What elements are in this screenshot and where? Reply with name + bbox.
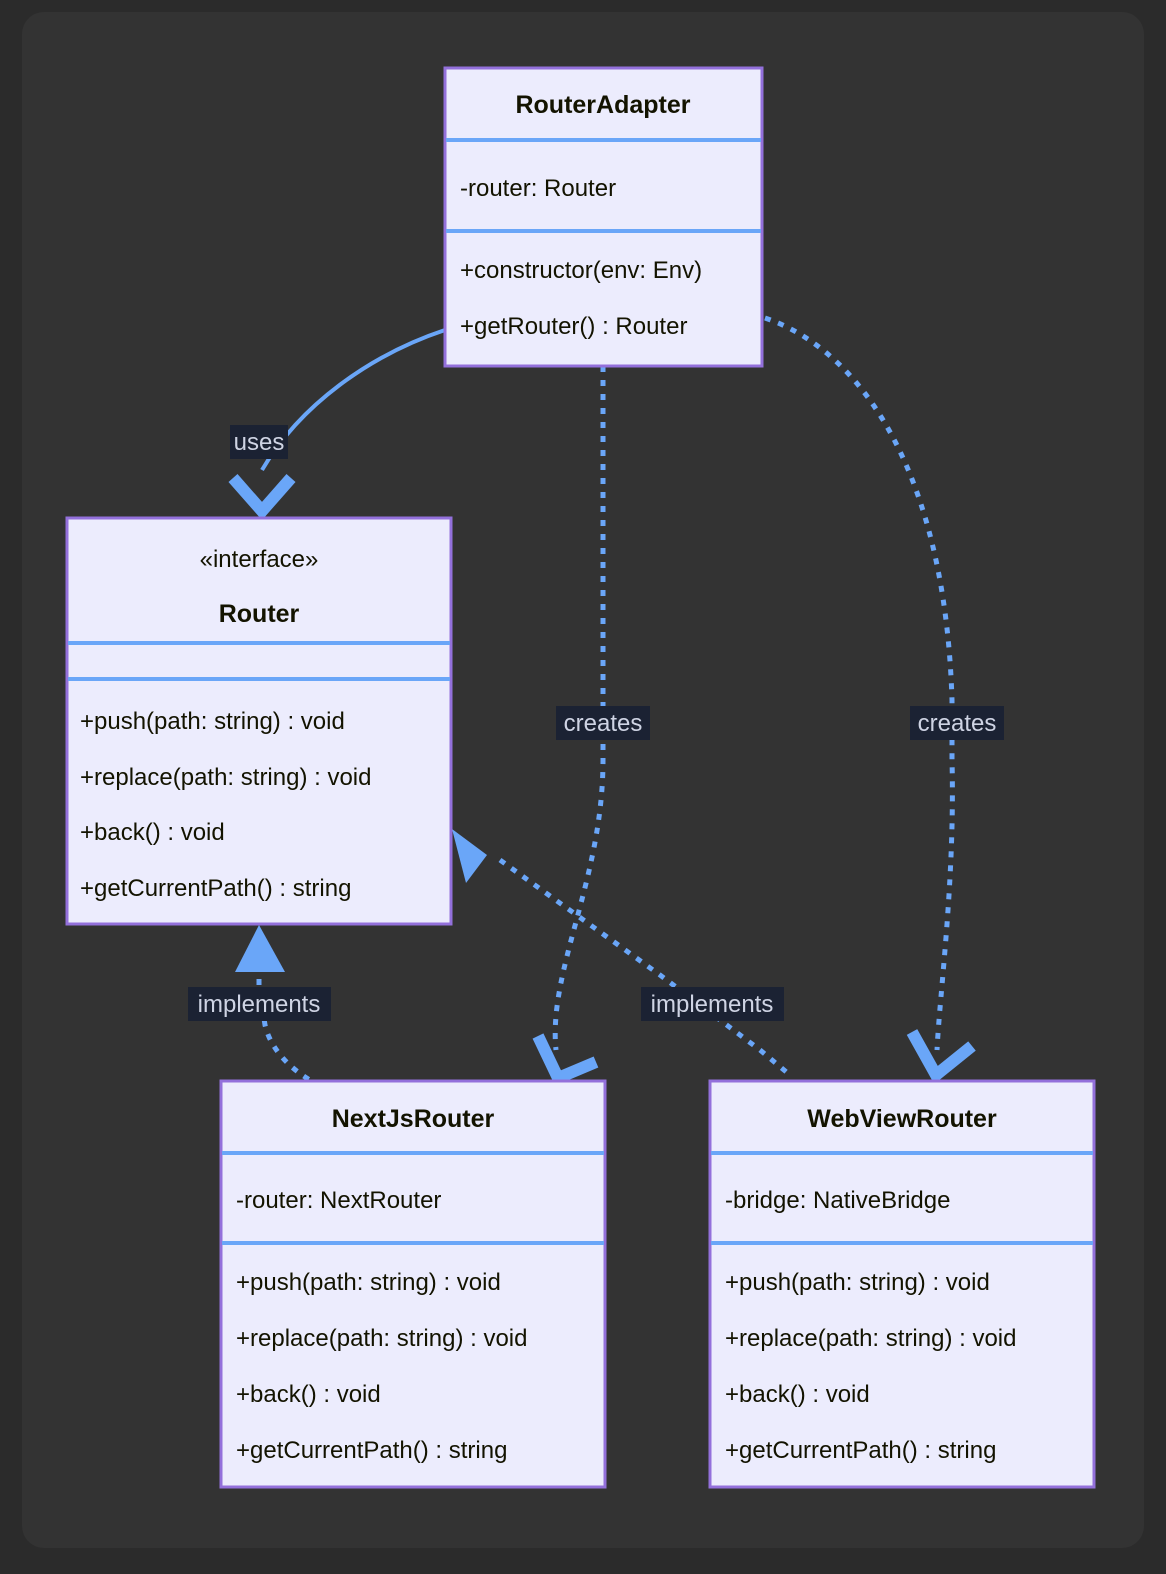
edge-label-implements-webviewrouter-text: implements <box>651 991 774 1018</box>
class-nextjsrouter-attribute-0: -router: NextRouter <box>236 1187 441 1214</box>
class-routeradapter-title: RouterAdapter <box>515 91 690 119</box>
edge-label-creates-webviewrouter-bg <box>910 706 1004 740</box>
class-node-routeradapter[interactable]: RouterAdapter -router: Router +construct… <box>443 66 764 368</box>
edge-label-implements-nextjsrouter: implements <box>188 987 331 1021</box>
edge-label-creates-nextjsrouter-text: creates <box>564 710 643 737</box>
class-node-router[interactable]: «interface» Router +push(path: string) :… <box>65 516 453 926</box>
edge-creates-nextjsrouter <box>532 366 606 1086</box>
class-routeradapter-method-1: +getRouter() : Router <box>460 313 687 340</box>
edge-implements-webviewrouter-arrowhead <box>452 829 487 883</box>
class-nextjsrouter-method-3: +getCurrentPath() : string <box>236 1437 507 1464</box>
class-router-method-1: +replace(path: string) : void <box>80 764 371 791</box>
class-nextjsrouter-method-2: +back() : void <box>236 1381 381 1408</box>
edge-uses-line <box>260 328 446 472</box>
class-nextjsrouter-box[interactable] <box>219 1079 607 1489</box>
edge-implements-nextjsrouter-line <box>256 965 331 1093</box>
class-nextjsrouter-method-0: +push(path: string) : void <box>236 1269 501 1296</box>
edge-label-uses-text: uses <box>234 429 285 456</box>
class-routeradapter-box[interactable] <box>443 66 764 368</box>
edge-uses-arrowhead <box>228 474 296 521</box>
class-node-webviewrouter[interactable]: WebViewRouter -bridge: NativeBridge +pus… <box>708 1079 1096 1489</box>
edge-label-creates-webviewrouter: creates <box>910 706 1004 740</box>
class-router-title: Router <box>219 600 300 628</box>
class-nextjsrouter-title: NextJsRouter <box>332 1105 495 1133</box>
class-router-stereotype: «interface» <box>200 546 319 573</box>
class-routeradapter-attribute-0: -router: Router <box>460 175 616 202</box>
edge-creates-nextjsrouter-arrowhead <box>532 1033 599 1086</box>
class-node-nextjsrouter[interactable]: NextJsRouter -router: NextRouter +push(p… <box>219 1079 607 1489</box>
class-nextjsrouter-method-1: +replace(path: string) : void <box>236 1325 527 1352</box>
class-router-method-0: +push(path: string) : void <box>80 708 345 735</box>
class-webviewrouter-method-0: +push(path: string) : void <box>725 1269 990 1296</box>
edge-label-implements-webviewrouter: implements <box>641 987 784 1021</box>
class-webviewrouter-title: WebViewRouter <box>807 1105 997 1133</box>
edge-label-creates-nextjsrouter: creates <box>556 706 650 740</box>
edge-label-creates-nextjsrouter-bg <box>556 706 650 740</box>
edge-label-uses: uses <box>230 425 288 459</box>
edge-creates-webviewrouter <box>764 315 976 1085</box>
edge-label-creates-webviewrouter-text: creates <box>918 710 997 737</box>
edge-label-implements-webviewrouter-bg <box>641 987 784 1021</box>
edge-implements-nextjsrouter-arrowhead <box>235 925 285 972</box>
class-routeradapter-method-0: +constructor(env: Env) <box>460 257 702 284</box>
class-router-method-3: +getCurrentPath() : string <box>80 875 351 902</box>
edge-implements-webviewrouter <box>452 829 792 1077</box>
class-router-method-2: +back() : void <box>80 819 225 846</box>
edge-creates-webviewrouter-line <box>764 315 955 1051</box>
class-webviewrouter-attribute-0: -bridge: NativeBridge <box>725 1187 950 1214</box>
class-webviewrouter-box[interactable] <box>708 1079 1096 1489</box>
edge-label-implements-nextjsrouter-text: implements <box>198 991 321 1018</box>
edge-uses <box>228 328 446 521</box>
class-router-box[interactable] <box>65 516 453 926</box>
edge-creates-webviewrouter-arrowhead <box>906 1029 976 1085</box>
edge-label-uses-bg <box>230 425 288 459</box>
edge-implements-webviewrouter-line <box>498 857 792 1077</box>
edge-label-implements-nextjsrouter-bg <box>188 987 331 1021</box>
class-webviewrouter-method-3: +getCurrentPath() : string <box>725 1437 996 1464</box>
class-webviewrouter-method-1: +replace(path: string) : void <box>725 1325 1016 1352</box>
edge-creates-nextjsrouter-line <box>552 366 606 1051</box>
class-webviewrouter-method-2: +back() : void <box>725 1381 870 1408</box>
